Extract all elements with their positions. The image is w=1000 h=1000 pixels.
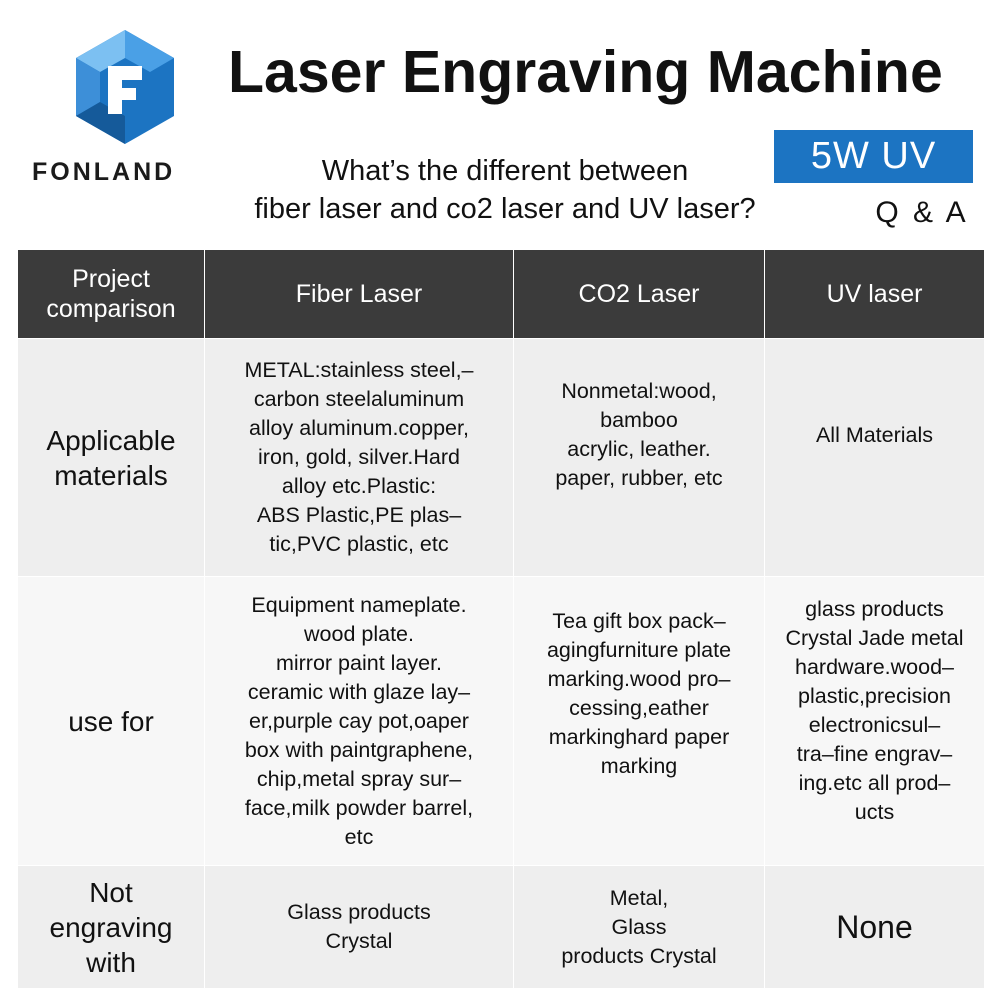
cell-line: alloy etc.Plastic: — [281, 474, 437, 498]
cell-line: tra–fine engrav– — [796, 742, 953, 766]
question-line-1: What’s the different between — [321, 155, 689, 187]
cell-line: products Crystal — [561, 943, 717, 968]
cell-line: Tea gift box pack– — [552, 609, 726, 633]
cell-line: plastic,precision — [798, 684, 951, 708]
cell-line: None — [836, 908, 913, 945]
cell-line: Nonmetal:wood, — [561, 379, 717, 403]
cell-line: marking — [600, 754, 678, 778]
header-project-line: comparison — [46, 295, 176, 323]
cell-line: box with paintgraphene, — [244, 737, 474, 762]
cell-line: tic,PVC plastic, etc — [269, 532, 449, 556]
cell-line: METAL:stainless steel,– — [244, 358, 474, 382]
cell-line: ucts — [854, 800, 895, 824]
cell-line: Not — [89, 876, 133, 908]
cell-line: glass products — [805, 597, 944, 621]
cell-line: hardware.wood– — [795, 655, 954, 679]
cell-line: mirror paint layer. — [275, 650, 443, 675]
header-co2: CO2 Laser — [513, 249, 765, 339]
cell-line: use for — [68, 705, 154, 737]
cell-line: Crystal Jade metal — [785, 626, 964, 650]
table-header-row: Project comparison Fiber Laser CO2 Laser… — [17, 249, 985, 339]
table-row: Applicable materials METAL:stainless ste… — [17, 338, 985, 577]
row-label: use for — [17, 576, 205, 866]
cell-uv: None — [764, 865, 985, 989]
cell-line: bamboo — [600, 408, 678, 432]
cell-line: All Materials — [815, 423, 934, 447]
cell-line: with — [86, 946, 136, 978]
cell-line: marking.wood pro– — [547, 667, 731, 691]
cell-line: Glass products — [287, 900, 431, 924]
header-project-line: Project — [72, 265, 150, 293]
cell-line: markinghard paper — [548, 725, 730, 749]
row-label: Applicable materials — [17, 338, 205, 577]
brand-name: FONLAND — [32, 158, 176, 186]
cell-line: electronicsul– — [808, 713, 941, 737]
question-line-2: fiber laser and co2 laser and UV laser? — [254, 193, 756, 225]
cell-line: agingfurniture plate — [546, 638, 732, 662]
cell-line: ABS Plastic,PE plas– — [256, 503, 462, 527]
cell-line: etc — [344, 824, 374, 849]
header-project: Project comparison — [17, 249, 205, 339]
cell-line: chip,metal spray sur– — [256, 766, 462, 791]
cell-line: Metal, — [609, 885, 669, 910]
table-row: use for Equipment nameplate. wood plate.… — [17, 576, 985, 866]
cell-line: carbon steelaluminum — [253, 387, 465, 411]
cell-line: Applicable — [46, 424, 176, 456]
cell-line: cessing,eather — [569, 696, 709, 720]
fonland-hexagon-logo-icon — [76, 30, 174, 144]
cell-line: Equipment nameplate. — [251, 592, 467, 617]
cell-line: acrylic, leather. — [567, 437, 711, 461]
power-badge: 5W UV — [774, 130, 973, 183]
cell-fiber: METAL:stainless steel,– carbon steelalum… — [204, 338, 514, 577]
cell-line: Glass — [611, 914, 667, 939]
cell-fiber: Equipment nameplate. wood plate. mirror … — [204, 576, 514, 866]
cell-line: engraving — [49, 911, 173, 943]
cell-line: paper, rubber, etc — [555, 466, 723, 490]
cell-line: wood plate. — [304, 621, 414, 646]
qa-label: Q & A — [875, 196, 969, 229]
question-text: What’s the different between fiber laser… — [200, 152, 810, 228]
header-fiber: Fiber Laser — [204, 249, 514, 339]
cell-uv: All Materials — [764, 338, 985, 577]
cell-co2: Tea gift box pack– agingfurniture plate … — [513, 576, 765, 866]
cell-fiber: Glass products Crystal — [204, 865, 514, 989]
cell-line: iron, gold, silver.Hard — [258, 445, 460, 469]
cell-line: ceramic with glaze lay– — [247, 679, 471, 704]
page-title: Laser Engraving Machine — [228, 39, 943, 105]
comparison-table: Project comparison Fiber Laser CO2 Laser… — [17, 249, 985, 989]
row-label: Not engraving with — [17, 865, 205, 989]
header-uv: UV laser — [764, 249, 985, 339]
table-row: Not engraving with Glass products Crysta… — [17, 865, 985, 989]
cell-co2: Metal, Glass products Crystal — [513, 865, 765, 989]
cell-line: Crystal — [325, 929, 393, 953]
cell-co2: Nonmetal:wood, bamboo acrylic, leather. … — [513, 338, 765, 577]
cell-line: face,milk powder barrel, — [244, 795, 474, 820]
cell-line: materials — [54, 459, 168, 491]
cell-uv: glass products Crystal Jade metal hardwa… — [764, 576, 985, 866]
cell-line: er,purple cay pot,oaper — [249, 708, 469, 733]
cell-line: alloy aluminum.copper, — [249, 416, 469, 440]
cell-line: ing.etc all prod– — [798, 771, 951, 795]
